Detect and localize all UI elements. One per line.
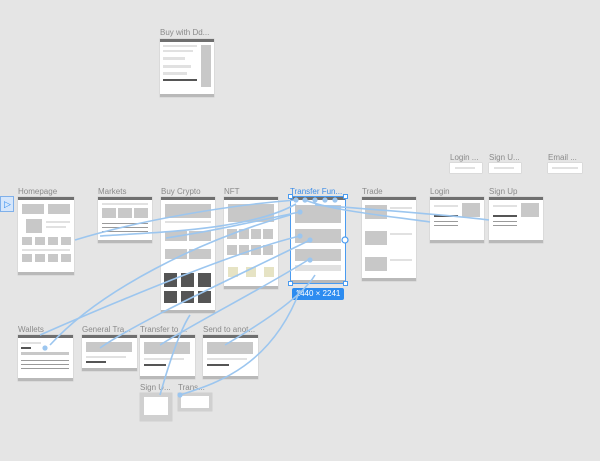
frame-wallets[interactable] <box>18 335 73 381</box>
frame-title-trade[interactable]: Trade <box>362 187 383 196</box>
connection-line <box>74 199 297 241</box>
frame-title-transfer-funds[interactable]: Transfer Fun... <box>290 187 343 196</box>
connection-node <box>332 197 338 203</box>
connection-line <box>99 203 297 237</box>
frame-email[interactable] <box>548 163 582 173</box>
connection-node <box>42 345 48 351</box>
frame-title-markets[interactable]: Markets <box>98 187 127 196</box>
connection-node <box>297 233 303 239</box>
frame-title-sign-up[interactable]: Sign Up <box>489 187 518 196</box>
frame-sign-up-bottom[interactable] <box>140 393 172 421</box>
connection-line <box>179 289 301 396</box>
connection-line <box>99 239 311 349</box>
frame-login[interactable] <box>430 197 484 243</box>
connection-node <box>322 197 328 203</box>
frame-size-badge: 1440 × 2241 <box>292 288 344 300</box>
frame-title-buy-crypto[interactable]: Buy Crypto <box>161 187 201 196</box>
frame-login-small[interactable] <box>450 163 482 173</box>
connection-line <box>165 211 301 239</box>
frame-title-homepage[interactable]: Homepage <box>18 187 58 196</box>
connection-node <box>307 237 313 243</box>
connection-node <box>293 197 299 203</box>
frame-title-nft[interactable]: NFT <box>224 187 240 196</box>
frame-title-sign-up-bottom[interactable]: Sign U... <box>140 383 171 392</box>
frame-homepage[interactable] <box>18 197 74 275</box>
frame-title-wallets[interactable]: Wallets <box>18 325 44 334</box>
frame-title-login[interactable]: Login <box>430 187 450 196</box>
resize-handle-tl[interactable] <box>288 194 293 199</box>
connection-handle <box>341 236 349 244</box>
frame-trans-bottom[interactable] <box>178 393 212 411</box>
frame-markets[interactable] <box>98 197 152 243</box>
frame-title-general-transfer[interactable]: General Tra... <box>82 325 131 334</box>
connection-node <box>297 209 303 215</box>
resize-handle-tr[interactable] <box>343 194 348 199</box>
frame-title-buy-with[interactable]: Buy with Dd... <box>160 28 210 37</box>
frame-sign-up-small[interactable] <box>489 163 521 173</box>
connection-node <box>312 197 318 203</box>
connection-node <box>307 257 313 263</box>
connection-line <box>49 214 291 346</box>
frame-title-login-small[interactable]: Login ... <box>450 153 479 162</box>
frame-sign-up[interactable] <box>489 197 543 243</box>
connection-line <box>224 274 316 346</box>
resize-handle-br[interactable] <box>343 281 348 286</box>
connection-line <box>314 204 490 221</box>
frame-title-transfer-to[interactable]: Transfer to ... <box>140 325 188 334</box>
frame-title-trans-bottom[interactable]: Trans... <box>178 383 205 392</box>
play-icon: ▷ <box>4 199 11 209</box>
connection-line <box>159 259 309 346</box>
connection-line <box>39 235 301 336</box>
prototype-start-button[interactable]: ▷ <box>0 196 14 212</box>
frame-title-send-to-another[interactable]: Send to anot... <box>203 325 256 334</box>
connection-node <box>302 197 308 203</box>
frame-title-email[interactable]: Email ... <box>548 153 577 162</box>
frame-buy-with[interactable] <box>160 39 214 97</box>
connection-node <box>177 392 183 398</box>
resize-handle-bl[interactable] <box>288 281 293 286</box>
connection-line <box>159 314 191 396</box>
frame-send-to-another[interactable] <box>203 335 258 379</box>
frame-nft[interactable] <box>224 197 278 289</box>
frame-title-sign-up-small[interactable]: Sign U... <box>489 153 520 162</box>
connection-line <box>304 199 431 223</box>
